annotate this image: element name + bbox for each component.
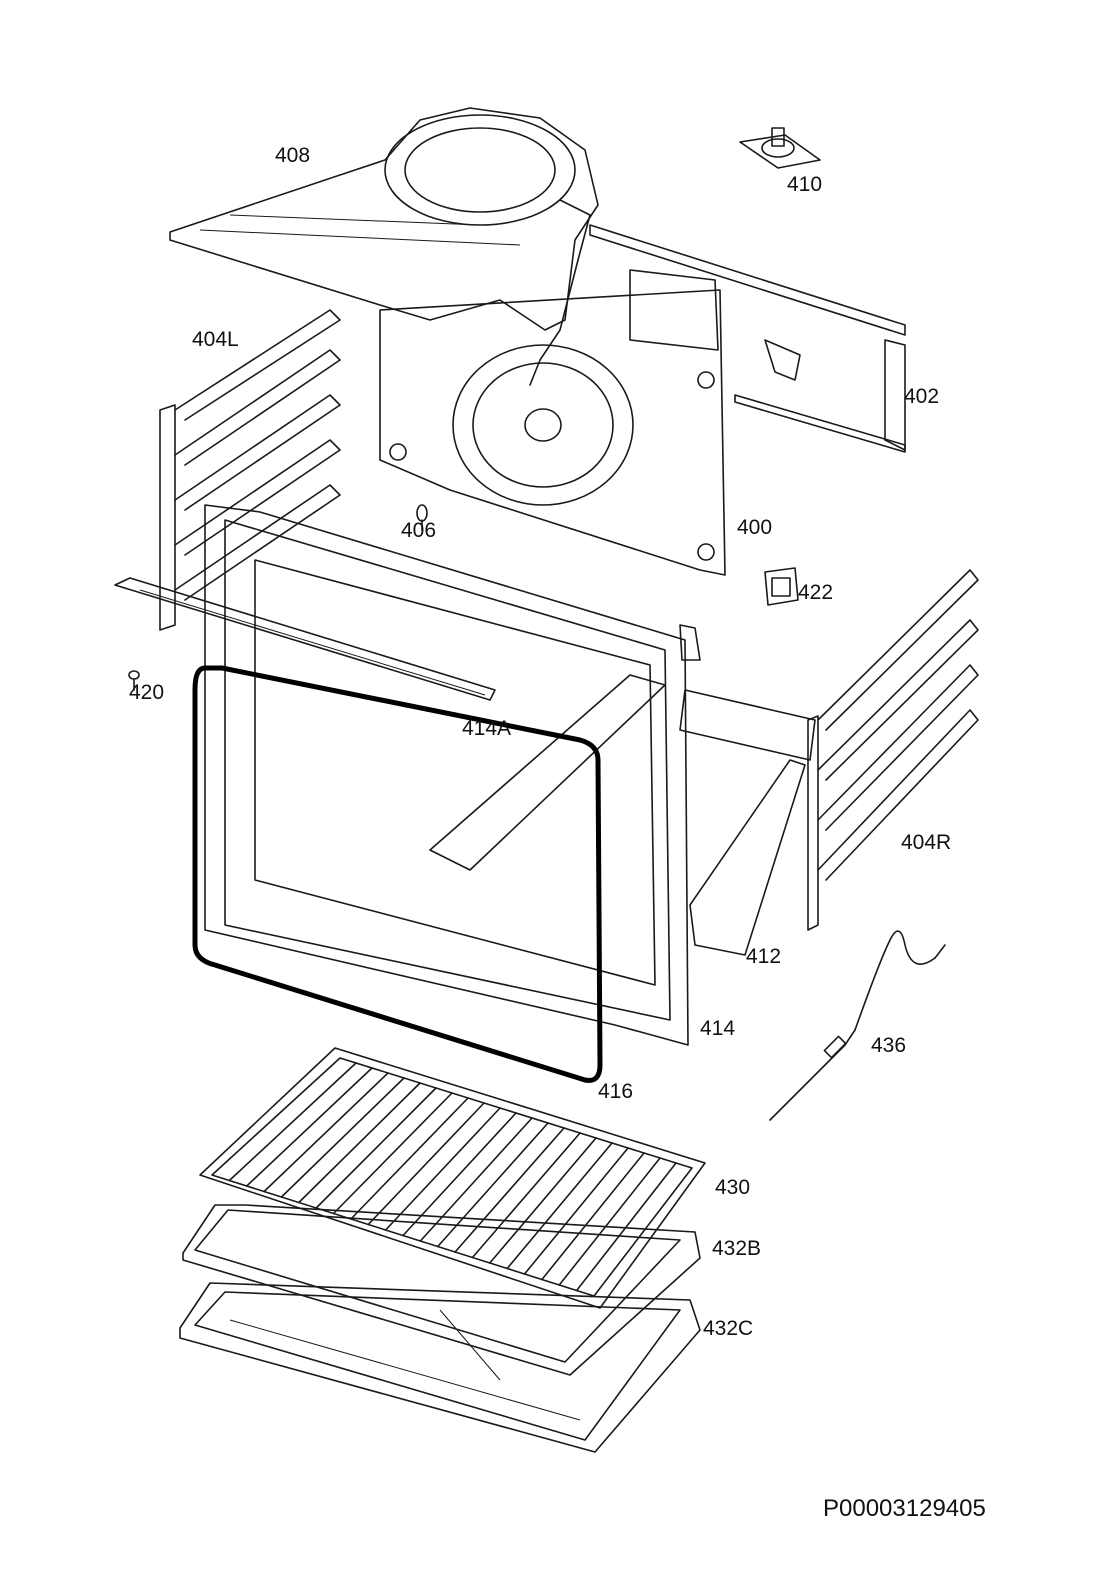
shelf-bar (541, 1152, 645, 1281)
label-404R: 404R (901, 831, 952, 854)
label-420: 420 (129, 681, 165, 704)
label-432C: 432C (703, 1317, 754, 1340)
shelf-bar (350, 1097, 469, 1220)
label-400: 400 (737, 516, 773, 539)
part-410-motor-mount (739, 127, 821, 169)
shelf-bar (384, 1107, 501, 1231)
part-402-rear-rail (589, 224, 906, 453)
part-412-floor-support (429, 674, 816, 956)
label-404L: 404L (192, 328, 239, 351)
shelf-bar (454, 1127, 565, 1253)
shelf-bar (558, 1157, 661, 1286)
shelf-bar (228, 1062, 357, 1182)
part-406-screw (416, 504, 428, 531)
label-416: 416 (598, 1080, 634, 1103)
part-414-oven-frame (204, 504, 701, 1046)
label-436: 436 (871, 1034, 907, 1057)
part-432C-deep-tray (179, 1282, 701, 1453)
shelf-bar (263, 1072, 389, 1193)
document-code: P00003129405 (823, 1495, 986, 1522)
part-404L-left-rack (159, 309, 341, 631)
shelf-bar (506, 1142, 613, 1270)
part-422-lamp-holder (764, 567, 799, 606)
shelf-bar (489, 1137, 597, 1264)
label-422: 422 (798, 581, 834, 604)
label-406: 406 (401, 519, 437, 542)
part-404R-right-rack (807, 569, 979, 931)
part-416-door-seal (192, 665, 603, 1083)
label-430: 430 (715, 1176, 751, 1199)
shelf-bar (298, 1082, 421, 1204)
label-414A: 414A (462, 717, 512, 740)
shelf-bar (315, 1087, 437, 1209)
shelf-bar (332, 1092, 453, 1215)
part-414A-front-rail (114, 577, 496, 701)
part-430-wire-shelf (199, 1047, 706, 1309)
label-402: 402 (904, 385, 940, 408)
shelf-bar (280, 1077, 405, 1198)
shelf-bar (367, 1102, 485, 1226)
shelf-bar (523, 1147, 629, 1275)
label-414: 414 (700, 1017, 736, 1040)
shelf-bar (575, 1162, 677, 1292)
part-432B-baking-tray (182, 1204, 701, 1376)
label-408: 408 (275, 144, 311, 167)
label-412: 412 (746, 945, 782, 968)
part-436-meat-probe (769, 930, 946, 1121)
part-420-screw (128, 670, 140, 691)
part-408-top-cover (169, 107, 599, 386)
shelf-bar (245, 1067, 373, 1187)
shelf-bar (471, 1132, 581, 1259)
shelf-bar (419, 1117, 533, 1242)
label-410: 410 (787, 173, 823, 196)
label-432B: 432B (712, 1237, 762, 1260)
part-400-back-panel (379, 269, 726, 576)
